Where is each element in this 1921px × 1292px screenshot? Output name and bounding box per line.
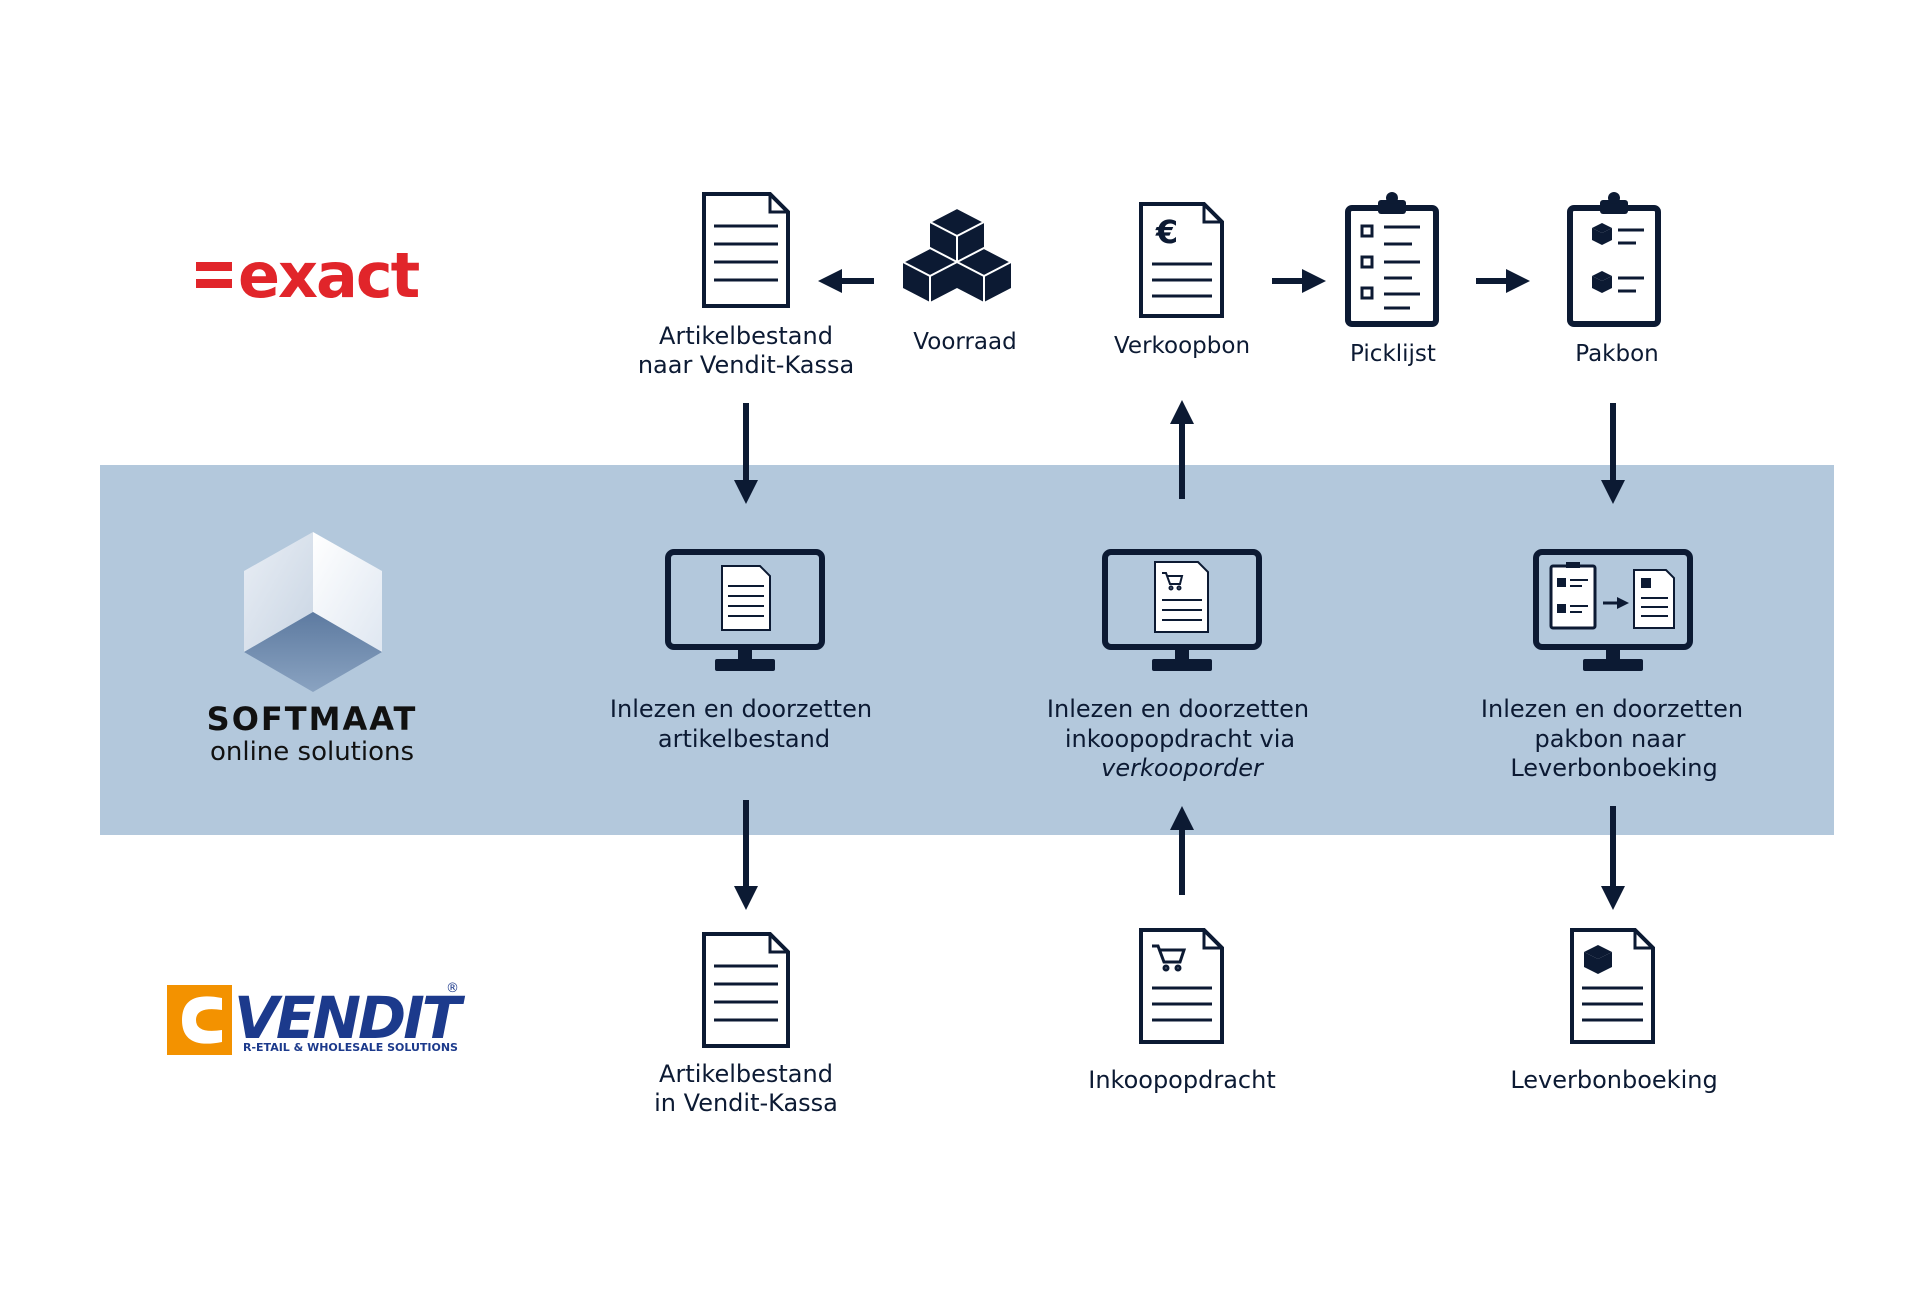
vendit-registered-mark: ®	[446, 981, 459, 996]
monitor-pakbon-transfer-icon	[1533, 549, 1693, 671]
softmaat-name: SOFTMAAT	[207, 700, 418, 738]
picklijst-label: Picklijst	[1350, 341, 1436, 367]
artikelbestand-label-line1: Artikelbestand	[659, 322, 833, 350]
pakbon-label: Pakbon	[1575, 341, 1659, 367]
exact-logo: exact	[196, 239, 422, 312]
softmaat-logo: SOFTMAAT online solutions	[207, 532, 418, 767]
monitor-document-icon	[665, 549, 825, 671]
boxes-icon	[900, 206, 1014, 302]
document-icon	[702, 192, 790, 308]
step3-label-line3: Leverbonboeking	[1510, 754, 1717, 782]
svg-text:€: €	[1155, 213, 1178, 251]
step3-label-line1: Inlezen en doorzetten	[1481, 695, 1743, 723]
vendit-logo: VENDIT ® R-ETAIL & WHOLESALE SOLUTIONS	[167, 981, 469, 1055]
voorraad-label: Voorraad	[913, 329, 1016, 355]
monitor-cart-document-icon	[1102, 549, 1262, 671]
softmaat-tagline: online solutions	[210, 737, 414, 767]
vendit-name: VENDIT	[234, 984, 466, 1052]
vendit-artikelbestand-line2: in Vendit-Kassa	[654, 1089, 838, 1117]
step2-label-line2: inkoopopdracht via	[1065, 725, 1295, 753]
inkoopopdracht-label: Inkoopopdracht	[1088, 1066, 1275, 1094]
clipboard-packages-icon	[1567, 192, 1661, 327]
step2-label-line1: Inlezen en doorzetten	[1047, 695, 1309, 723]
leverbonboeking-label: Leverbonboeking	[1510, 1066, 1717, 1094]
vendit-tagline: R-ETAIL & WHOLESALE SOLUTIONS	[243, 1041, 458, 1054]
package-document-icon	[1570, 928, 1655, 1044]
step1-label-line2: artikelbestand	[658, 725, 830, 753]
artikelbestand-label-line2: naar Vendit-Kassa	[638, 351, 854, 379]
step2-label-line3: verkooporder	[1101, 754, 1265, 782]
document-icon	[702, 932, 790, 1048]
cart-document-icon	[1139, 928, 1224, 1044]
euro-document-icon: €	[1139, 202, 1224, 318]
step3-label-line2: pakbon naar	[1534, 725, 1685, 753]
verkoopbon-label: Verkoopbon	[1114, 333, 1250, 359]
exact-wordmark: exact	[238, 239, 420, 312]
step1-label-line1: Inlezen en doorzetten	[610, 695, 872, 723]
vendit-artikelbestand-line1: Artikelbestand	[659, 1060, 833, 1088]
clipboard-checklist-icon	[1345, 192, 1439, 327]
